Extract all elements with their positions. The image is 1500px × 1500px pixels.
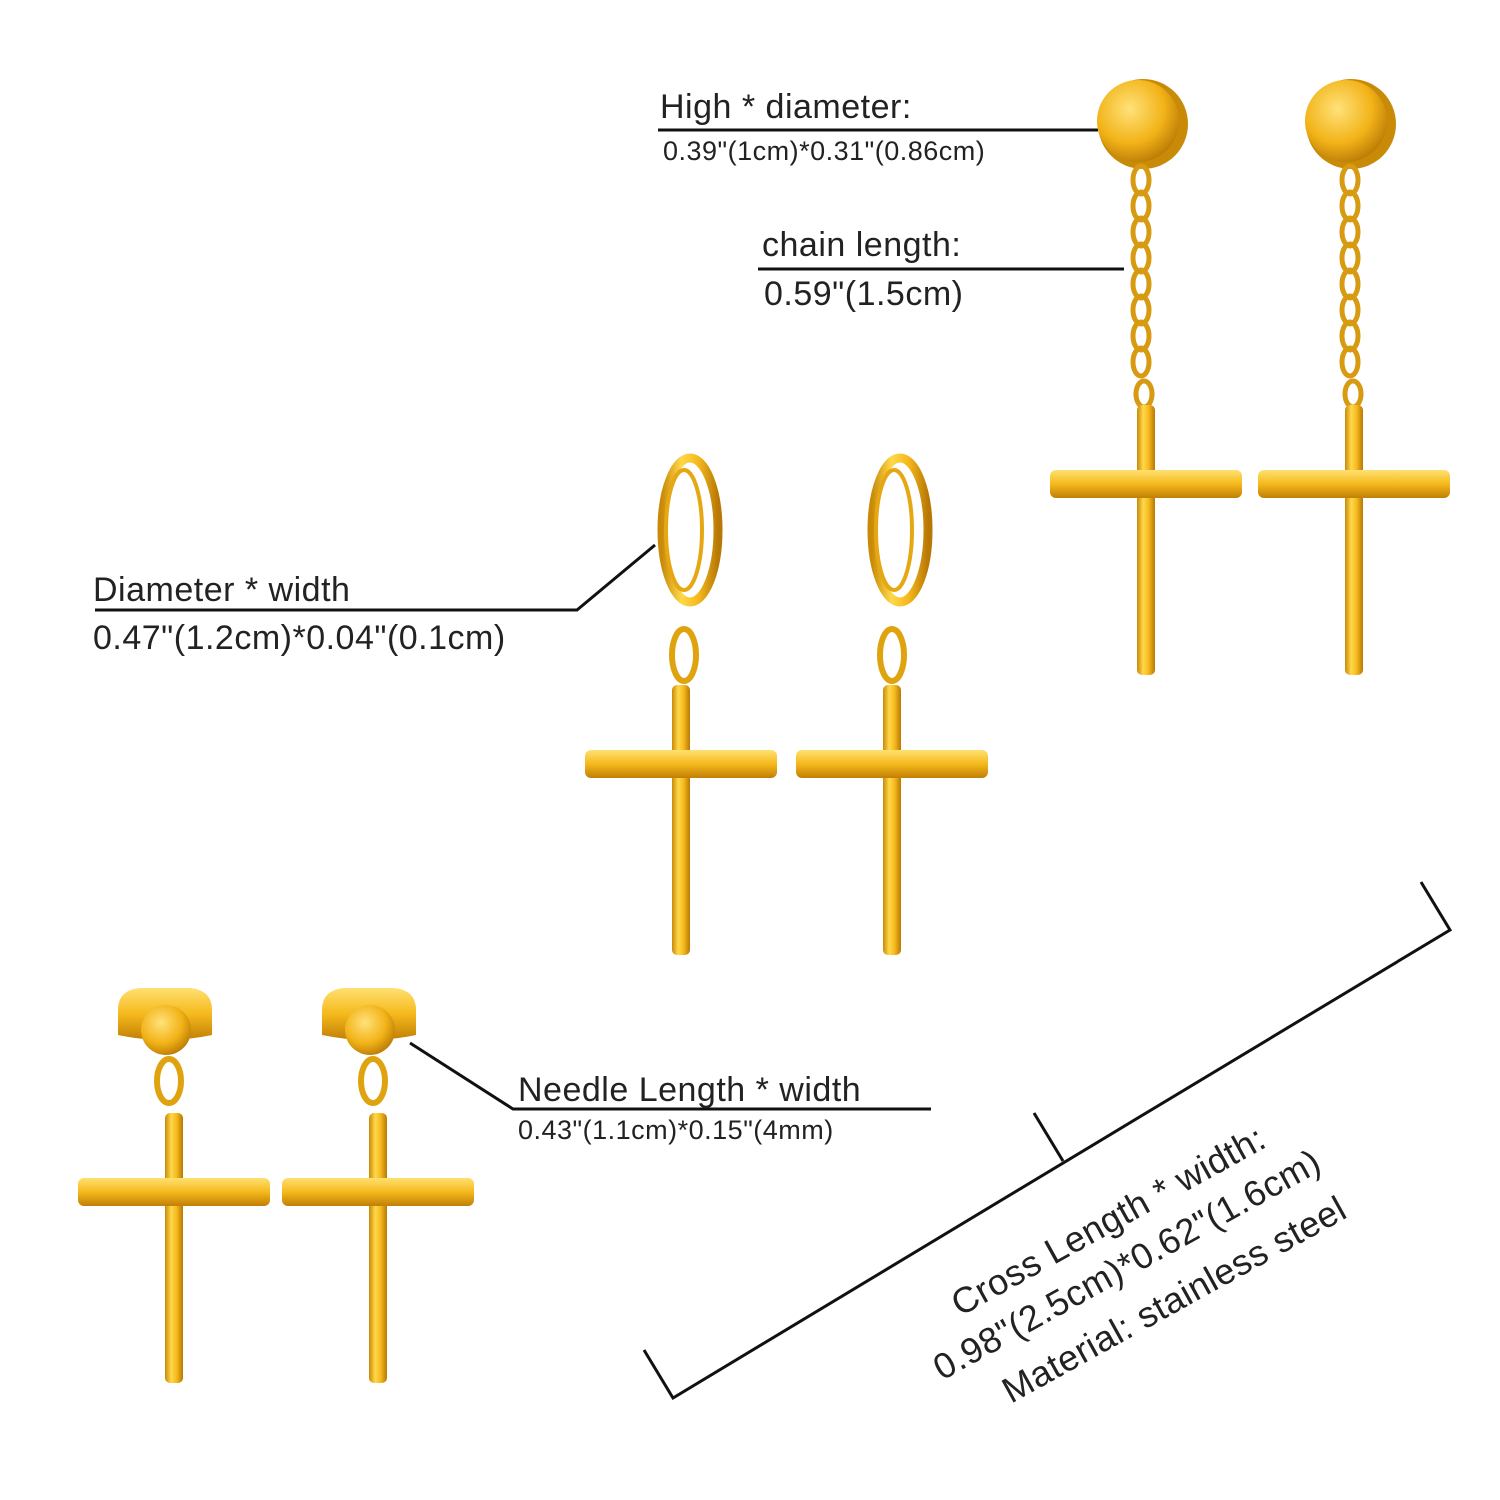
cross-icon [1050, 405, 1242, 675]
chain-title: chain length: [762, 226, 962, 264]
needle-leader-line [409, 1041, 931, 1111]
hoop-leader-line [95, 543, 656, 612]
hoop-earring-right [796, 453, 988, 955]
disc-stud-chain-earring-left [1050, 79, 1242, 675]
needle-value: 0.43"(1.1cm)*0.15"(4mm) [518, 1115, 834, 1145]
cross-icon [585, 685, 777, 955]
needle-title: Needle Length * width [518, 1071, 862, 1109]
disc-stud-chain-earring-right [1258, 79, 1450, 675]
ball-stud-earring-left [78, 988, 270, 1383]
cross-bracket-tick [1032, 1112, 1065, 1162]
hoop-value: 0.47"(1.2cm)*0.04"(0.1cm) [93, 619, 506, 657]
annotation-lines [95, 128, 1453, 1401]
cross-icon [796, 685, 988, 955]
stud-disc-title: High * diameter: [660, 88, 912, 126]
hoop-earring-left [585, 453, 777, 955]
ball-stud-earring-right [282, 988, 474, 1383]
cross-icon [282, 1113, 474, 1383]
cross-icon [78, 1113, 270, 1383]
cross-bracket-line [642, 881, 1453, 1401]
chain-value: 0.59"(1.5cm) [764, 275, 964, 313]
stud-disc-value: 0.39"(1cm)*0.31"(0.86cm) [663, 136, 986, 166]
cross-icon [1258, 405, 1450, 675]
hoop-title: Diameter * width [93, 571, 351, 609]
